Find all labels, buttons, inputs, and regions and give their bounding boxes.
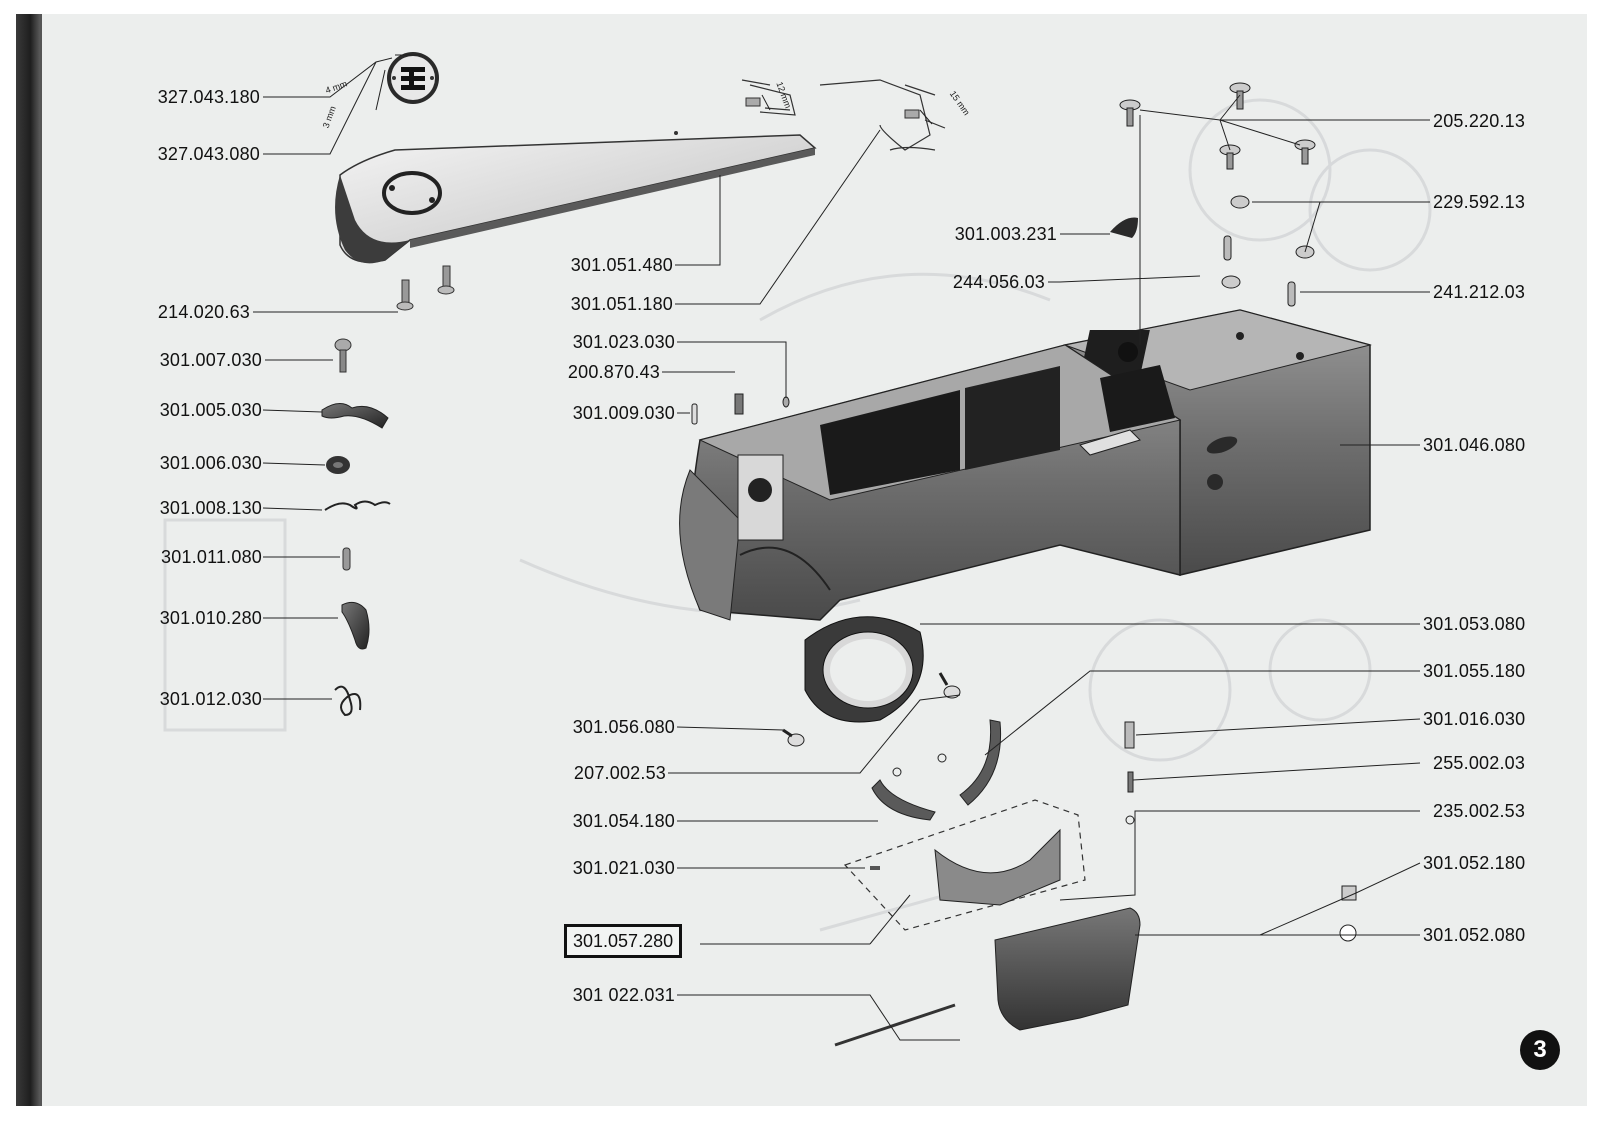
washers-229 (1221, 195, 1315, 289)
label-301-053-080: 301.053.080 (1423, 614, 1526, 634)
bracket-301-057 (934, 828, 1061, 906)
clip-301-054 (871, 779, 936, 821)
label-255-002-03: 255.002.03 (1433, 753, 1526, 773)
label-214-020-63: 214.020.63 (157, 302, 250, 322)
label-301-021-030: 301.021.030 (572, 858, 675, 878)
label-205-220-13: 205.220.13 (1433, 111, 1526, 131)
pin-301-023 (782, 396, 790, 408)
label-235-002-53: 235.002.53 (1433, 801, 1526, 821)
label-244-056-03: 244.056.03 (952, 272, 1045, 292)
part-301-052-080 (1339, 924, 1357, 942)
washer-207-b (937, 753, 947, 763)
label-301-023-030: 301.023.030 (572, 332, 675, 352)
label-301-057-280-boxed: 301.057.280 (564, 924, 683, 958)
label-301-011-080: 301.011.080 (161, 547, 262, 567)
pin-301-016 (1124, 721, 1135, 749)
label-301-010-280: 301.010.280 (159, 608, 262, 628)
label-229-592-13: 229.592.13 (1433, 192, 1526, 212)
label-301-056-080: 301.056.080 (572, 717, 675, 737)
label-301-051-180: 301.051.180 (570, 294, 673, 314)
label-301-008-130: 301.008.130 (159, 498, 262, 518)
left-small-parts (321, 338, 391, 717)
clip-301-055 (959, 719, 1002, 806)
label-301-009-030: 301.009.030 (572, 403, 675, 423)
pin-301-021 (870, 866, 880, 870)
label-207-002-53: 207.002.53 (573, 763, 666, 783)
label-327-043-180: 327.043.180 (157, 87, 260, 107)
label-301-052-080: 301.052.080 (1423, 925, 1526, 945)
ring-235 (1125, 815, 1135, 825)
emblem-badge (387, 52, 439, 104)
pin-241 (1287, 281, 1296, 307)
spring-255 (1127, 771, 1134, 793)
plate-end-detail (741, 79, 946, 151)
label-241-212-03: 241.212.03 (1433, 282, 1526, 302)
label-301-046-080: 301.046.080 (1423, 435, 1526, 455)
label-301-012-030: 301.012.030 (159, 689, 262, 709)
pin-200-870 (734, 393, 744, 415)
label-301-055-180: 301.055.180 (1423, 661, 1526, 681)
label-327-043-080: 327.043.080 (157, 144, 260, 164)
main-body-casting (679, 309, 1372, 621)
screw-pair-214 (396, 265, 455, 311)
label-301-005-030: 301.005.030 (159, 400, 262, 420)
shutter-ring (804, 616, 924, 723)
label-301-007-030: 301.007.030 (159, 350, 262, 370)
label-301-016-030: 301.016.030 (1423, 709, 1526, 729)
washer-207-a (892, 767, 902, 777)
label-301-003-231: 301.003.231 (954, 224, 1057, 244)
pin-244 (1223, 235, 1232, 261)
label-301-006-030: 301.006.030 (159, 453, 262, 473)
screws-205 (1119, 82, 1316, 170)
page-number-badge: 3 (1520, 1030, 1560, 1070)
label-301-051-480: 301.051.480 (570, 255, 673, 275)
label-301-052-180: 301.052.180 (1423, 853, 1526, 873)
pin-301-009 (691, 403, 698, 425)
label-301-054-180: 301.054.180 (572, 811, 675, 831)
label-200-870-43: 200.870.43 (567, 362, 660, 382)
assembly-outline (843, 799, 1086, 931)
bottom-cover-door (994, 907, 1141, 1031)
rod-301-022 (834, 1003, 956, 1047)
leader-lines (253, 57, 1430, 1041)
clip-301-003 (1110, 217, 1138, 238)
label-301-022-031: 301 022.031 (572, 985, 675, 1005)
top-cover-plate (335, 97, 920, 264)
binding-edge (16, 14, 40, 1106)
dimension-marks (375, 54, 933, 125)
